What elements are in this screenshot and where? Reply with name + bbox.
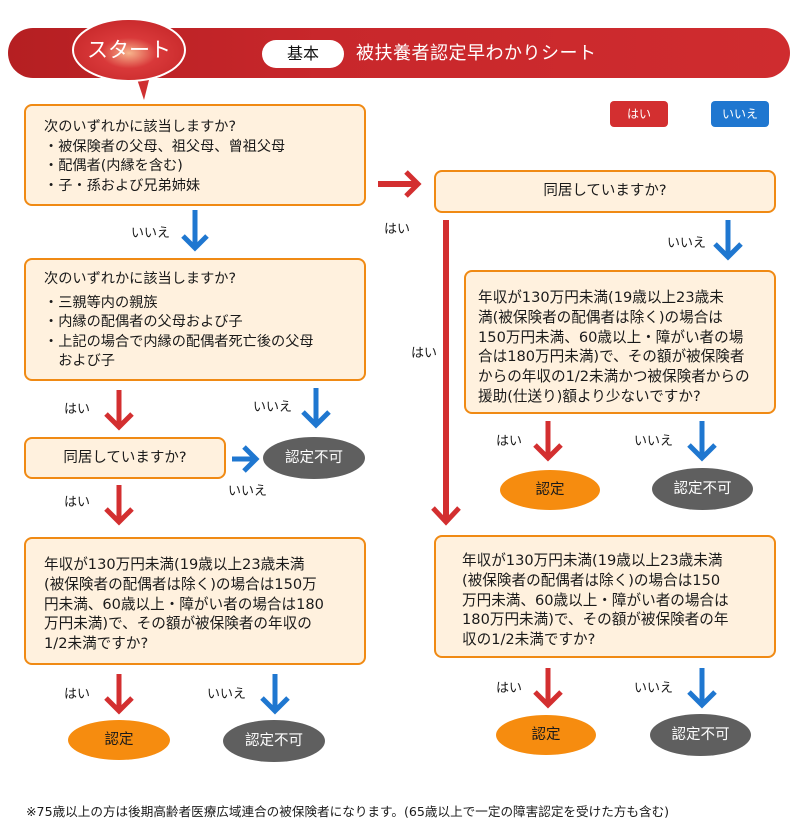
yes-label: はい — [496, 434, 523, 449]
no-label: いいえ — [667, 236, 707, 251]
question-text: 次のいずれかに該当しますか? — [44, 119, 236, 135]
yes-arrow-down-icon — [533, 421, 563, 462]
question-line: からの年収の1/2未満かつ被保険者からの — [478, 368, 750, 386]
list-item: ・上記の場合で内縁の配偶者死亡後の父母 — [44, 333, 314, 350]
yes-label: はい — [411, 346, 438, 361]
no-arrow-down-icon — [260, 674, 290, 715]
legend-yes: はい — [610, 101, 668, 127]
yes-label: はい — [64, 687, 91, 702]
no-label: いいえ — [634, 434, 674, 449]
no-label: いいえ — [228, 484, 268, 499]
no-arrow-down-icon — [301, 388, 331, 429]
no-label: いいえ — [253, 400, 293, 415]
list-item: ・内縁の配偶者の父母および子 — [44, 314, 243, 330]
start-label: スタート — [87, 38, 171, 62]
footnote: ※75歳以上の方は後期高齢者医療広域連合の被保険者になります。(65歳以上で一定… — [26, 804, 670, 819]
result-rejected: 認定不可 — [650, 714, 751, 756]
question-line: 万円未満、60歳以上・障がい者の場合は — [462, 591, 729, 609]
question-box-income-right: 年収が130万円未満(19歳以上23歳未満 (被保険者の配偶者は除く)の場合は1… — [434, 535, 776, 658]
page-title: 被扶養者認定早わかりシート — [356, 43, 597, 64]
list-item: ・三親等内の親族 — [44, 294, 158, 311]
result-approved: 認定 — [68, 720, 170, 760]
list-item: および子 — [44, 353, 115, 369]
question-box-relatives-1: 次のいずれかに該当しますか? ・被保険者の父母、祖父母、曾祖父母 ・配偶者(内縁… — [24, 104, 366, 206]
question-box-relatives-2: 次のいずれかに該当しますか? ・三親等内の親族 ・内縁の配偶者の父母および子 ・… — [24, 258, 366, 381]
question-line: (被保険者の配偶者は除く)の場合は150万 — [44, 575, 317, 593]
result-approved: 認定 — [500, 470, 600, 510]
question-line: 180万円未満)で、その額が被保険者の年 — [462, 611, 729, 629]
no-arrow-down-icon — [181, 210, 209, 252]
yes-label: はい — [64, 495, 91, 510]
question-line: 年収が130万円未満(19歳以上23歳未満 — [44, 556, 305, 573]
no-label: いいえ — [131, 226, 171, 241]
list-item: ・子・孫および兄弟姉妹 — [44, 177, 201, 194]
no-arrow-down-icon — [687, 421, 717, 462]
question-line: 150万円未満、60歳以上・障がい者の場 — [478, 328, 744, 346]
result-approved: 認定 — [496, 715, 596, 755]
legend-no: いいえ — [711, 101, 769, 127]
yes-label: はい — [64, 402, 91, 417]
basic-badge: 基本 — [262, 40, 344, 68]
question-line: 1/2未満ですか? — [44, 635, 149, 653]
yes-long-arrow-down-icon — [431, 220, 461, 526]
question-line: 収の1/2未満ですか? — [462, 631, 596, 649]
question-line: 合は180万円未満)で、その額が被保険者 — [478, 348, 745, 366]
question-box-income-left: 年収が130万円未満(19歳以上23歳未満 (被保険者の配偶者は除く)の場合は1… — [24, 537, 366, 665]
no-label: いいえ — [634, 681, 674, 696]
question-line: 満(被保険者の配偶者は除く)の場合は — [478, 308, 723, 326]
question-line: 援助(仕送り)額より少ないですか? — [478, 387, 701, 405]
result-rejected: 認定不可 — [652, 468, 753, 510]
yes-label: はい — [496, 681, 523, 696]
question-text: 同居していますか? — [543, 183, 667, 199]
question-line: (被保険者の配偶者は除く)の場合は150 — [462, 571, 721, 589]
question-box-cohabiting-right: 同居していますか? — [434, 170, 776, 213]
question-line: 円未満、60歳以上・障がい者の場合は180 — [44, 595, 324, 613]
start-bubble — [72, 18, 186, 100]
question-text: 次のいずれかに該当しますか? — [44, 271, 236, 287]
question-line: 年収が130万円未満(19歳以上23歳未 — [478, 289, 724, 306]
yes-arrow-down-icon — [104, 485, 134, 526]
no-arrow-down-icon — [713, 220, 743, 261]
list-item: ・配偶者(内縁を含む) — [44, 158, 183, 174]
yes-arrow-down-icon — [533, 668, 563, 709]
no-arrow-right-icon — [232, 445, 260, 473]
yes-arrow-down-icon — [104, 674, 134, 715]
no-label: いいえ — [207, 687, 247, 702]
question-line: 万円未満)で、その額が被保険者の年収の — [44, 615, 312, 633]
yes-arrow-down-icon — [104, 390, 134, 431]
no-arrow-down-icon — [687, 668, 717, 709]
result-rejected: 認定不可 — [223, 720, 325, 762]
yes-label: はい — [384, 222, 411, 237]
list-item: ・被保険者の父母、祖父母、曾祖父母 — [44, 138, 286, 155]
question-line: 年収が130万円未満(19歳以上23歳未満 — [462, 552, 723, 569]
result-rejected: 認定不可 — [263, 437, 365, 479]
question-box-cohabiting: 同居していますか? — [24, 437, 226, 479]
question-text: 同居していますか? — [63, 450, 187, 466]
question-box-income-support: 年収が130万円未満(19歳以上23歳未 満(被保険者の配偶者は除く)の場合は … — [464, 270, 776, 414]
yes-arrow-right-icon — [378, 170, 422, 198]
